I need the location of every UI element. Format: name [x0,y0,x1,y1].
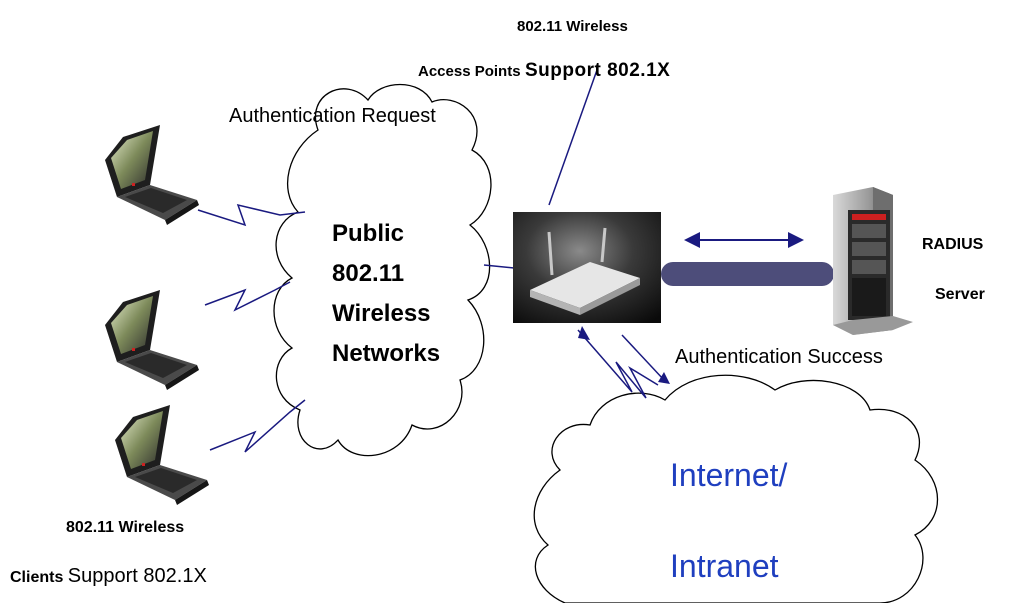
clients-label-line1: 802.11 Wireless [66,519,185,536]
ap-title-line2: Access Points Support 802.1X [418,60,670,82]
auth-request-label: Authentication Request [229,105,436,127]
internet-label-line1: Internet/ [670,457,788,493]
public-network-label: Public 802.11 Wireless Networks [332,214,440,374]
clients-label-line2: Clients Support 802.1X [10,565,207,588]
auth-success-label: Authentication Success [675,346,883,368]
radius-label-line2: Server [935,286,985,303]
cloud-to-ap-link [483,264,515,269]
wired-connection [661,262,834,286]
ap-title-support: Support 802.1X [525,60,671,81]
clients-label-support: Support 802.1X [67,565,207,587]
ap-title-access-points: Access Points [418,63,521,80]
public-network-cloud [273,83,492,457]
access-point-icon [513,212,661,323]
laptop-icon [115,405,209,505]
laptop-icon [105,290,199,390]
clients-label-bold: Clients [10,569,64,586]
radius-exchange-arrow [684,232,804,248]
public-network-line1: Public [332,220,405,247]
laptop-icon [105,125,199,225]
public-network-line4: Networks [332,340,441,367]
public-network-line2: 802.11 [332,260,405,287]
public-network-line3: Wireless [332,300,431,327]
server-icon [833,187,913,335]
radius-label-line1: RADIUS [922,236,984,253]
wireless-links [197,203,306,453]
internet-label-line2: Intranet [670,548,779,584]
internet-cloud [533,374,938,603]
ap-title-line1: 802.11 Wireless [517,18,628,35]
success-arrows [577,326,670,399]
ap-label-pointer [548,69,598,206]
